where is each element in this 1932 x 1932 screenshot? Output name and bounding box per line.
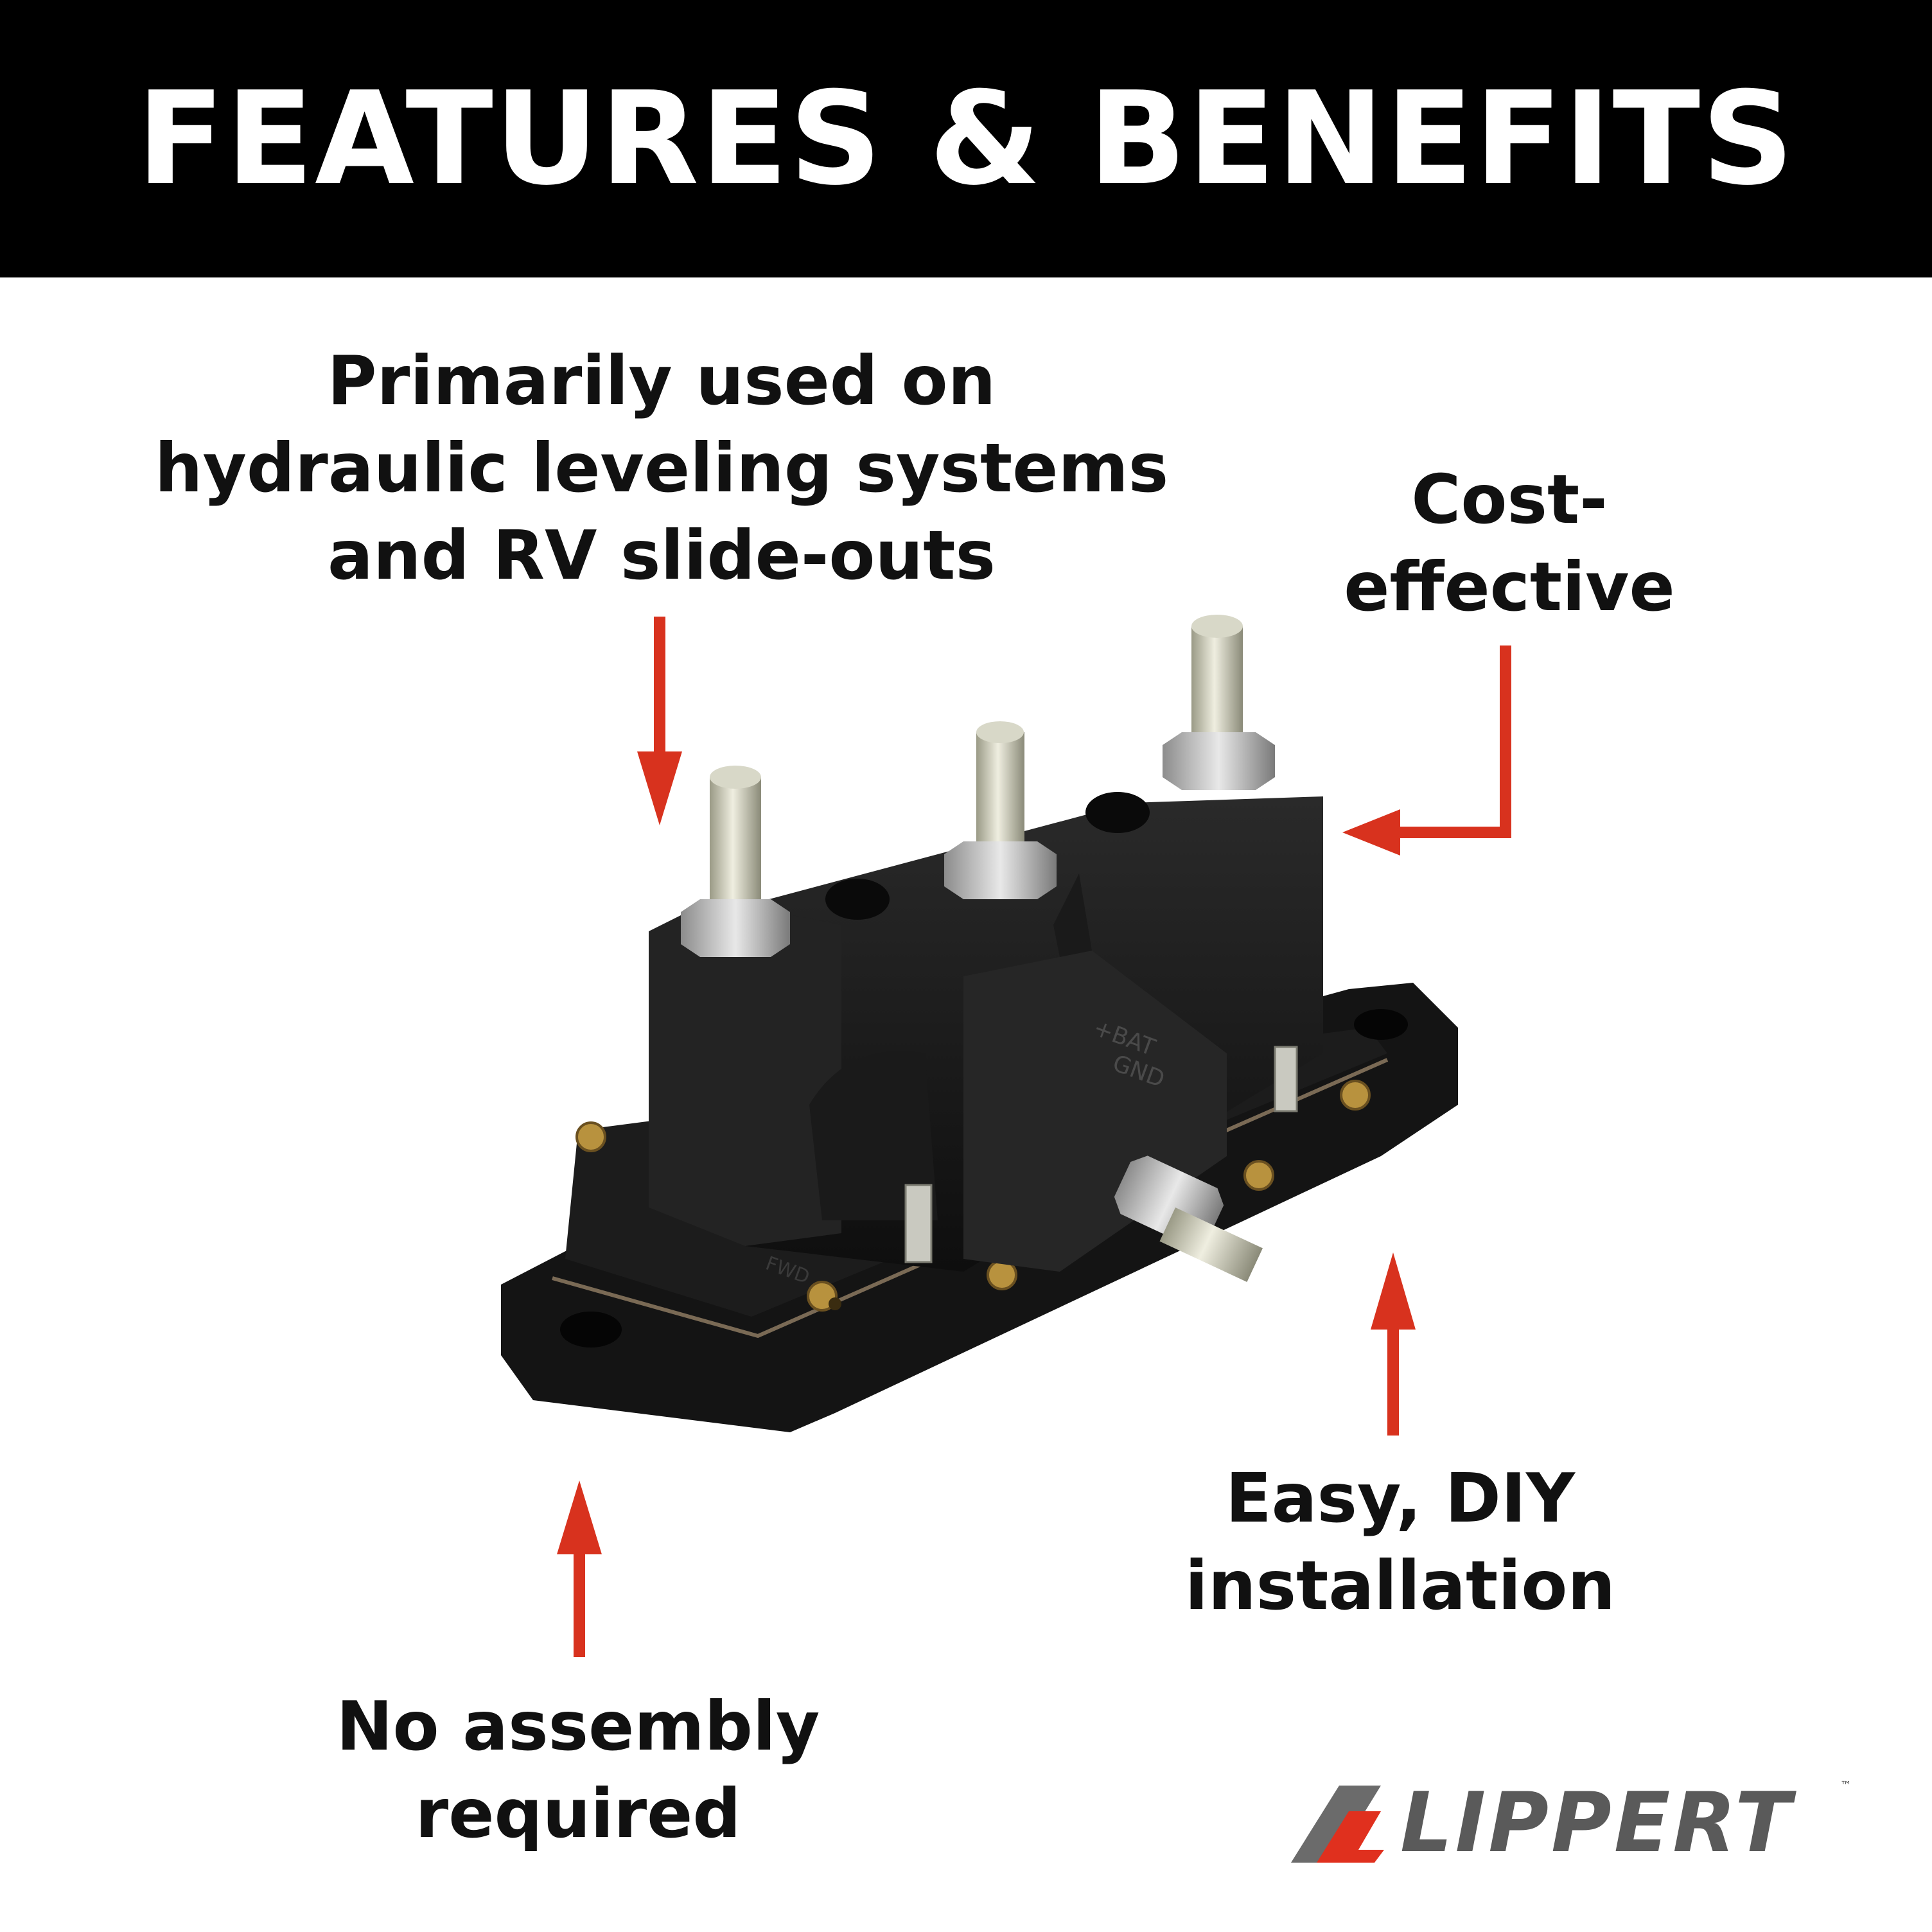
logo-trademark: ™ xyxy=(1840,1779,1852,1793)
arrow-cost xyxy=(1342,645,1511,856)
callout-no-assembly: No assembly required xyxy=(321,1683,835,1857)
terminal-stud-front xyxy=(1114,1155,1263,1282)
terminal-stud-left xyxy=(681,766,790,957)
callout-cost-effective: Cost- effective xyxy=(1285,456,1734,631)
callout-primary-use: Primarily used on hydraulic leveling sys… xyxy=(148,337,1175,599)
terminal-stud-center xyxy=(944,721,1057,899)
arrow-easy xyxy=(1371,1252,1416,1436)
terminal-stud-right xyxy=(1163,615,1275,790)
callout-line: Easy, DIY xyxy=(1225,1459,1576,1538)
callout-line: No assembly xyxy=(336,1687,820,1766)
arrow-primary xyxy=(637,617,682,825)
callout-line: Primarily used on xyxy=(327,342,996,420)
header-bar: FEATURES & BENEFITS xyxy=(0,0,1932,277)
callout-line: and RV slide-outs xyxy=(327,516,996,595)
callout-line: Cost- xyxy=(1411,461,1608,539)
rubber-caps xyxy=(825,792,1150,920)
logo-wordmark: LIPPERT xyxy=(1400,1775,1794,1871)
lippert-logo: LIPPERT ™ xyxy=(1278,1773,1856,1875)
solenoid-body: +BAT GND FWD xyxy=(649,796,1323,1288)
callout-line: installation xyxy=(1184,1547,1616,1625)
spade-terminals xyxy=(904,1046,1298,1263)
callout-line: hydraulic leveling systems xyxy=(154,429,1169,507)
callout-line: effective xyxy=(1344,548,1675,626)
mount-hole-right xyxy=(1354,1009,1408,1040)
callout-easy-install: Easy, DIY installation xyxy=(1143,1455,1657,1629)
callout-line: required xyxy=(415,1775,741,1853)
brass-rivets xyxy=(575,1080,1371,1312)
page-title: FEATURES & BENEFITS xyxy=(136,64,1796,214)
mount-hole-left xyxy=(560,1312,622,1348)
lippert-logo-mark-icon xyxy=(1291,1786,1384,1863)
arrow-no-assembly xyxy=(557,1480,602,1657)
